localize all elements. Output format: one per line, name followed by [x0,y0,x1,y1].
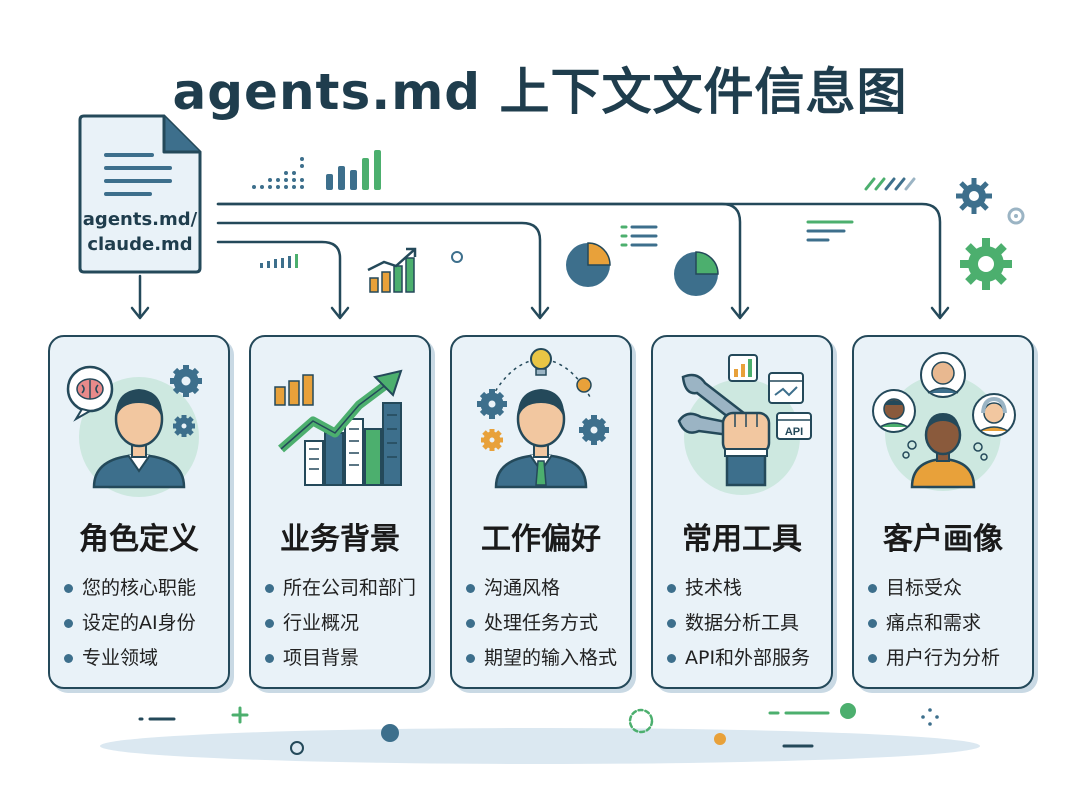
card-title: 工作偏好 [481,522,601,557]
list-item: 专业领域 [62,641,196,676]
card-business-background: 业务背景 所在公司和部门 行业概况 项目背景 [249,335,431,689]
circle-dot-icon [451,251,463,263]
slash-marks-icon [864,177,916,191]
wrench-tools-illustration: API [677,354,812,495]
list-item: 痛点和需求 [866,606,1000,641]
growth-chart-icon [367,247,417,293]
list-item: 设定的AI身份 [62,606,196,641]
card-item-list: 目标受众 痛点和需求 用户行为分析 [854,571,1000,676]
api-tag: API [785,426,803,438]
file-name-line-1: agents.md/ [82,209,198,230]
file-name-label: agents.md/ claude.md [82,207,198,257]
customer-group-illustration [872,352,1016,491]
list-item: 项目背景 [263,641,416,676]
pie-chart-icon-2 [674,251,719,296]
list-item: 技术栈 [665,571,810,606]
city-growth-illustration [274,369,403,486]
gear-icon [956,178,992,214]
document-icon [78,114,202,274]
person-brain-gears-illustration [66,365,202,497]
person-lightbulb-gears-illustration [477,348,609,489]
list-icon [620,225,658,247]
card-item-list: 您的核心职能 设定的AI身份 专业领域 [50,571,196,676]
card-item-list: 沟通风格 处理任务方式 期望的输入格式 [452,571,617,676]
card-title: 客户画像 [883,522,1003,557]
page-title: agents.md 上下文文件信息图 [172,63,908,121]
list-item: 数据分析工具 [665,606,810,641]
card-title: 角色定义 [79,522,199,557]
large-gear-icon [960,238,1012,290]
list-item: API和外部服务 [665,641,810,676]
card-work-preferences: 工作偏好 沟通风格 处理任务方式 期望的输入格式 [450,335,632,689]
dotted-bars-icon [252,157,304,189]
text-lines-icon [806,220,854,242]
list-item: 处理任务方式 [464,606,617,641]
bottom-decor [138,703,939,755]
card-item-list: 技术栈 数据分析工具 API和外部服务 [653,571,810,676]
card-title: 常用工具 [682,522,802,557]
list-item: 用户行为分析 [866,641,1000,676]
bar-chart-icon [326,150,381,190]
pie-chart-icon [566,242,611,287]
list-item: 行业概况 [263,606,416,641]
card-item-list: 所在公司和部门 行业概况 项目背景 [251,571,416,676]
card-title: 业务背景 [280,522,400,557]
card-common-tools: API 常用工具 技术栈 数据分析工具 API和外部服务 [651,335,833,689]
small-gear-icon [1007,207,1025,225]
connector-lines [130,202,950,320]
file-name-line-2: claude.md [87,234,193,255]
ground-shadow [100,728,980,764]
card-role-definition: 角色定义 您的核心职能 设定的AI身份 专业领域 [48,335,230,689]
card-customer-persona: 客户画像 目标受众 痛点和需求 用户行为分析 [852,335,1034,689]
list-item: 期望的输入格式 [464,641,617,676]
list-item: 目标受众 [866,571,1000,606]
list-item: 您的核心职能 [62,571,196,606]
list-item: 所在公司和部门 [263,571,416,606]
list-item: 沟通风格 [464,571,617,606]
small-bars-icon [260,254,298,268]
